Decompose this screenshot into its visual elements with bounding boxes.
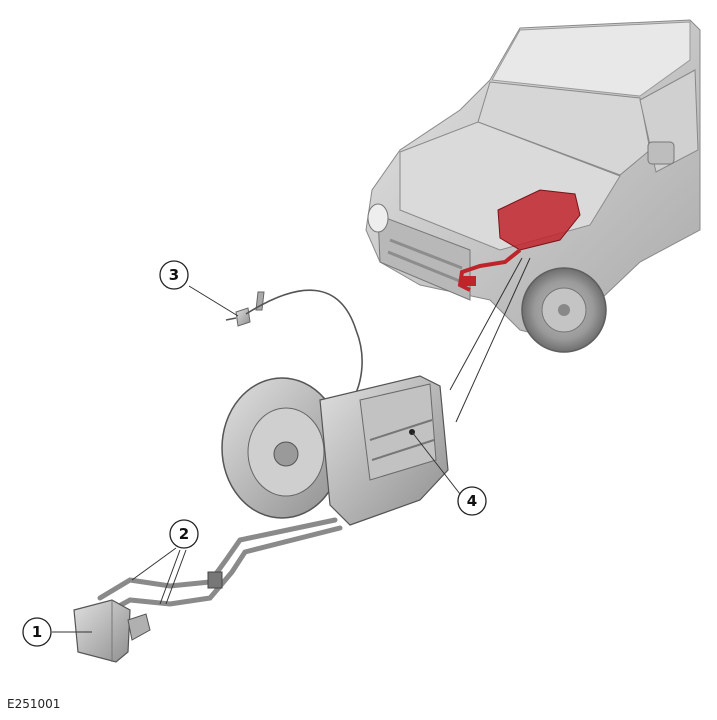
pipe-clamp <box>207 571 223 589</box>
bracket-cable-assembly <box>225 289 363 401</box>
transmission-fluid-cooler <box>73 599 151 663</box>
leader-lines <box>52 285 461 633</box>
projection-line <box>455 257 531 423</box>
svg-text:3: 3 <box>169 266 179 284</box>
svg-text:4: 4 <box>467 492 477 510</box>
transmission-assembly <box>221 375 449 526</box>
callout-3: 3 <box>159 260 189 290</box>
projection-line <box>449 257 523 391</box>
fluid-cooler-pipes <box>97 517 343 615</box>
callout-1: 1 <box>22 617 52 647</box>
svg-text:1: 1 <box>32 623 42 641</box>
callout-4: 4 <box>457 486 487 516</box>
figure-reference-id: E251001 <box>7 697 61 711</box>
vehicle-illustration <box>365 19 701 353</box>
callout-2: 2 <box>169 519 199 549</box>
svg-text:2: 2 <box>179 525 189 543</box>
